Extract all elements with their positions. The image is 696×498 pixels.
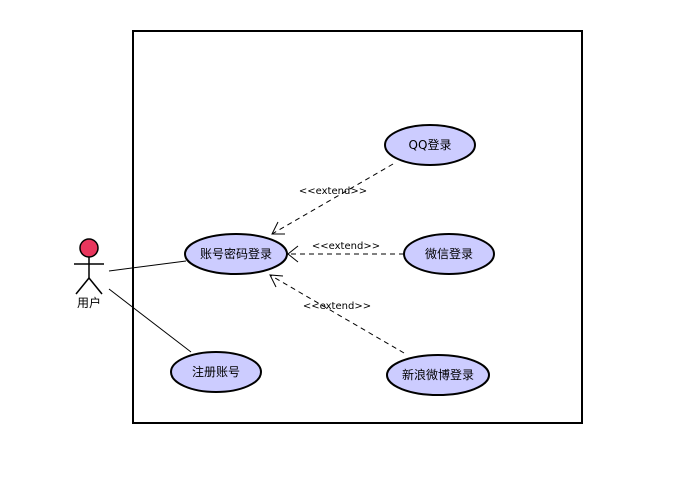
extend-weibo: <<extend>> (269, 274, 405, 354)
use-case-label: 注册账号 (192, 364, 240, 379)
association-register (108, 288, 192, 353)
actor-head (79, 238, 99, 258)
extend-label: <<extend>> (299, 186, 367, 197)
use-case-qq-login[interactable]: QQ登录 (384, 124, 476, 166)
use-case-label: 账号密码登录 (200, 246, 272, 261)
actor-label: 用户 (77, 295, 101, 310)
use-case-label: QQ登录 (409, 137, 452, 152)
extend-wechat: <<extend>> (287, 241, 404, 263)
use-case-register[interactable]: 注册账号 (170, 351, 262, 393)
use-case-wechat-login[interactable]: 微信登录 (403, 233, 495, 275)
extend-label: <<extend>> (303, 301, 371, 312)
association-login (108, 260, 187, 272)
use-case-weibo-login[interactable]: 新浪微博登录 (386, 354, 490, 396)
actor-left-leg (75, 277, 90, 295)
use-case-password-login[interactable]: 账号密码登录 (184, 233, 288, 275)
use-case-label: 微信登录 (425, 246, 473, 261)
use-case-label: 新浪微博登录 (402, 367, 474, 382)
actor-user[interactable]: 用户 (74, 238, 104, 310)
actor-right-leg (88, 277, 103, 295)
system-boundary (132, 30, 583, 424)
extend-qq: <<extend>> (271, 163, 394, 235)
extend-label: <<extend>> (312, 241, 380, 252)
